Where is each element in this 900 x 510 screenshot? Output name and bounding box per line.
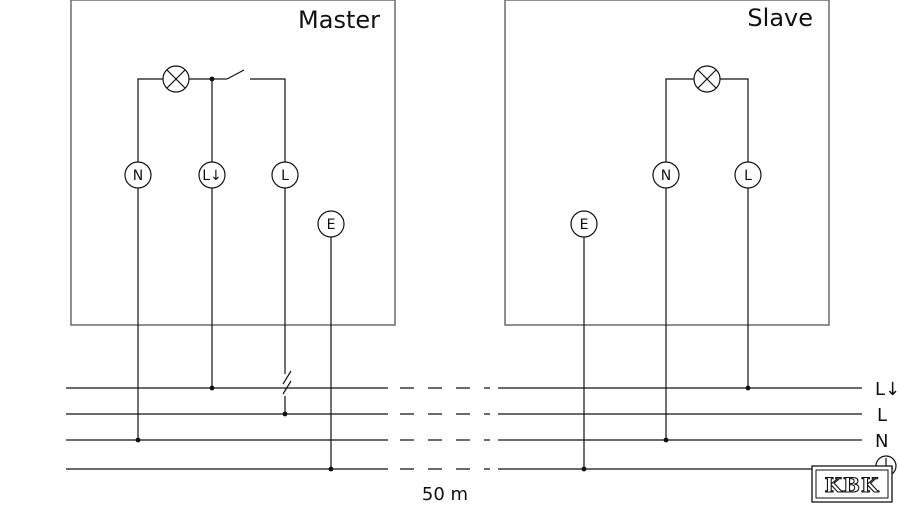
slave-terminal-n: N (652, 161, 680, 189)
svg-text:L: L (281, 168, 289, 184)
slave-terminal-e: E (570, 210, 598, 238)
slave-wiring (581, 78, 751, 472)
master-junction-dot (209, 76, 215, 82)
bus-label-n: N (875, 431, 888, 452)
slave-box (504, 0, 830, 326)
bus-lines (66, 387, 862, 470)
master-box (70, 0, 396, 326)
kbk-logo: KBK (811, 465, 893, 503)
svg-text:E: E (327, 217, 336, 233)
crossover-break-top-icon (282, 370, 292, 385)
master-wire-switch-l (250, 78, 286, 162)
master-title: Master (298, 6, 380, 34)
svg-text:L: L (744, 168, 752, 184)
master-switch-contact-icon (226, 69, 245, 80)
master-terminal-l: L (271, 161, 299, 189)
distance-label: 50 m (422, 484, 468, 505)
slave-title: Slave (747, 4, 813, 32)
bus-label-l: L (877, 405, 887, 426)
master-lamp-icon (162, 65, 190, 93)
master-wire-n-lamp (137, 78, 163, 162)
master-wiring (135, 69, 334, 472)
master-terminal-l-switched: L↓ (198, 161, 226, 189)
slave-wire-lamp-l (720, 78, 749, 162)
crossover-break-bottom-icon (282, 380, 292, 395)
slave-wire-n-lamp (665, 78, 694, 162)
svg-text:N: N (661, 168, 671, 184)
bus-label-l-switched: L↓ (875, 379, 900, 400)
svg-text:N: N (133, 168, 143, 184)
slave-lamp-icon (693, 65, 721, 93)
slave-terminal-l: L (734, 161, 762, 189)
svg-text:L↓: L↓ (202, 168, 222, 184)
master-terminal-e: E (317, 210, 345, 238)
svg-text:E: E (580, 217, 589, 233)
logo-text: KBK (825, 473, 880, 497)
master-terminal-n: N (124, 161, 152, 189)
